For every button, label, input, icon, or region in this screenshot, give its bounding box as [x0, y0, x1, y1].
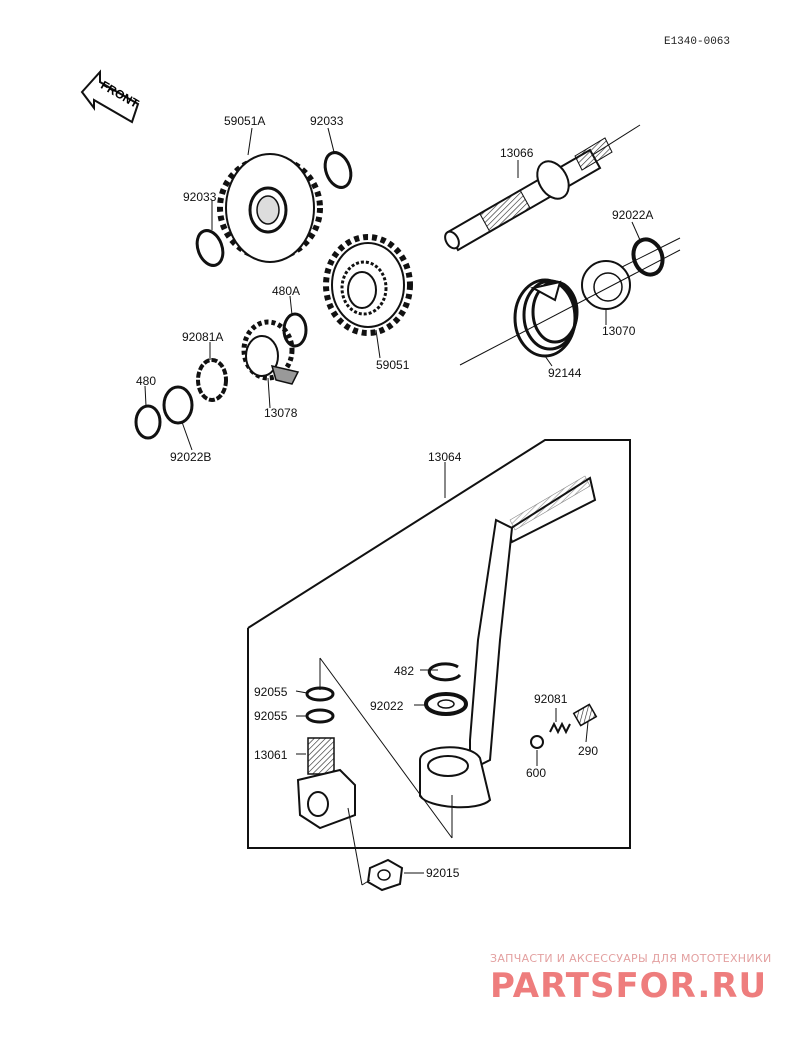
label-92055-a: 92055	[254, 685, 288, 699]
shaft-13066	[444, 124, 641, 252]
front-arrow-icon: FRONT	[80, 69, 142, 124]
label-92015: 92015	[426, 866, 460, 880]
circlip-92033-left	[195, 229, 225, 267]
label-13066: 13066	[500, 146, 534, 160]
kick-pedal-13064	[419, 475, 597, 809]
diagram-code: E1340-0063	[663, 36, 730, 48]
ratchet-13078	[241, 319, 300, 385]
guide-lines	[319, 657, 453, 886]
spring-92081	[549, 721, 571, 735]
label-13078: 13078	[264, 406, 298, 420]
washer-92022A	[631, 237, 665, 277]
spring-92081A	[196, 358, 228, 402]
label-13064: 13064	[428, 450, 462, 464]
plug-290	[572, 703, 598, 727]
label-13061: 13061	[254, 748, 288, 762]
label-290: 290	[578, 744, 599, 758]
label-92081: 92081	[534, 692, 568, 706]
washer-92055-b	[305, 708, 335, 724]
label-92022B: 92022B	[170, 450, 212, 464]
circlip-480	[134, 404, 162, 440]
spring-guide-13070	[581, 260, 631, 310]
label-92081A: 92081A	[182, 330, 224, 344]
label-92144: 92144	[548, 366, 582, 380]
circlip-92033-top	[323, 151, 353, 189]
label-480A: 480A	[272, 284, 301, 298]
gear-59051A	[217, 153, 323, 263]
label-59051A: 59051A	[224, 114, 266, 128]
assembly-frame	[247, 439, 631, 849]
gear-59051	[323, 234, 413, 336]
label-59051: 59051	[376, 358, 410, 372]
leader-lines	[144, 127, 641, 874]
pivot-13061	[296, 737, 356, 830]
label-92022: 92022	[370, 699, 404, 713]
watermark-text: ЗАПЧАСТИ И АКСЕССУАРЫ ДЛЯ МОТОТЕХНИКИ	[490, 952, 772, 965]
label-92055-b: 92055	[254, 709, 288, 723]
circlip-482	[427, 662, 462, 682]
spring-92144	[459, 249, 681, 366]
label-480: 480	[136, 374, 157, 388]
label-92033-top: 92033	[310, 114, 344, 128]
label-13070: 13070	[602, 324, 636, 338]
label-482: 482	[394, 664, 415, 678]
washer-92022B	[162, 385, 194, 425]
label-92022A: 92022A	[612, 208, 654, 222]
circlip-480A	[282, 312, 308, 348]
label-600: 600	[526, 766, 547, 780]
ball-600	[530, 735, 544, 749]
label-92033-left: 92033	[183, 190, 217, 204]
watermark-logo: PARTSFOR.RU	[490, 966, 768, 1006]
nut-92015	[366, 858, 404, 892]
